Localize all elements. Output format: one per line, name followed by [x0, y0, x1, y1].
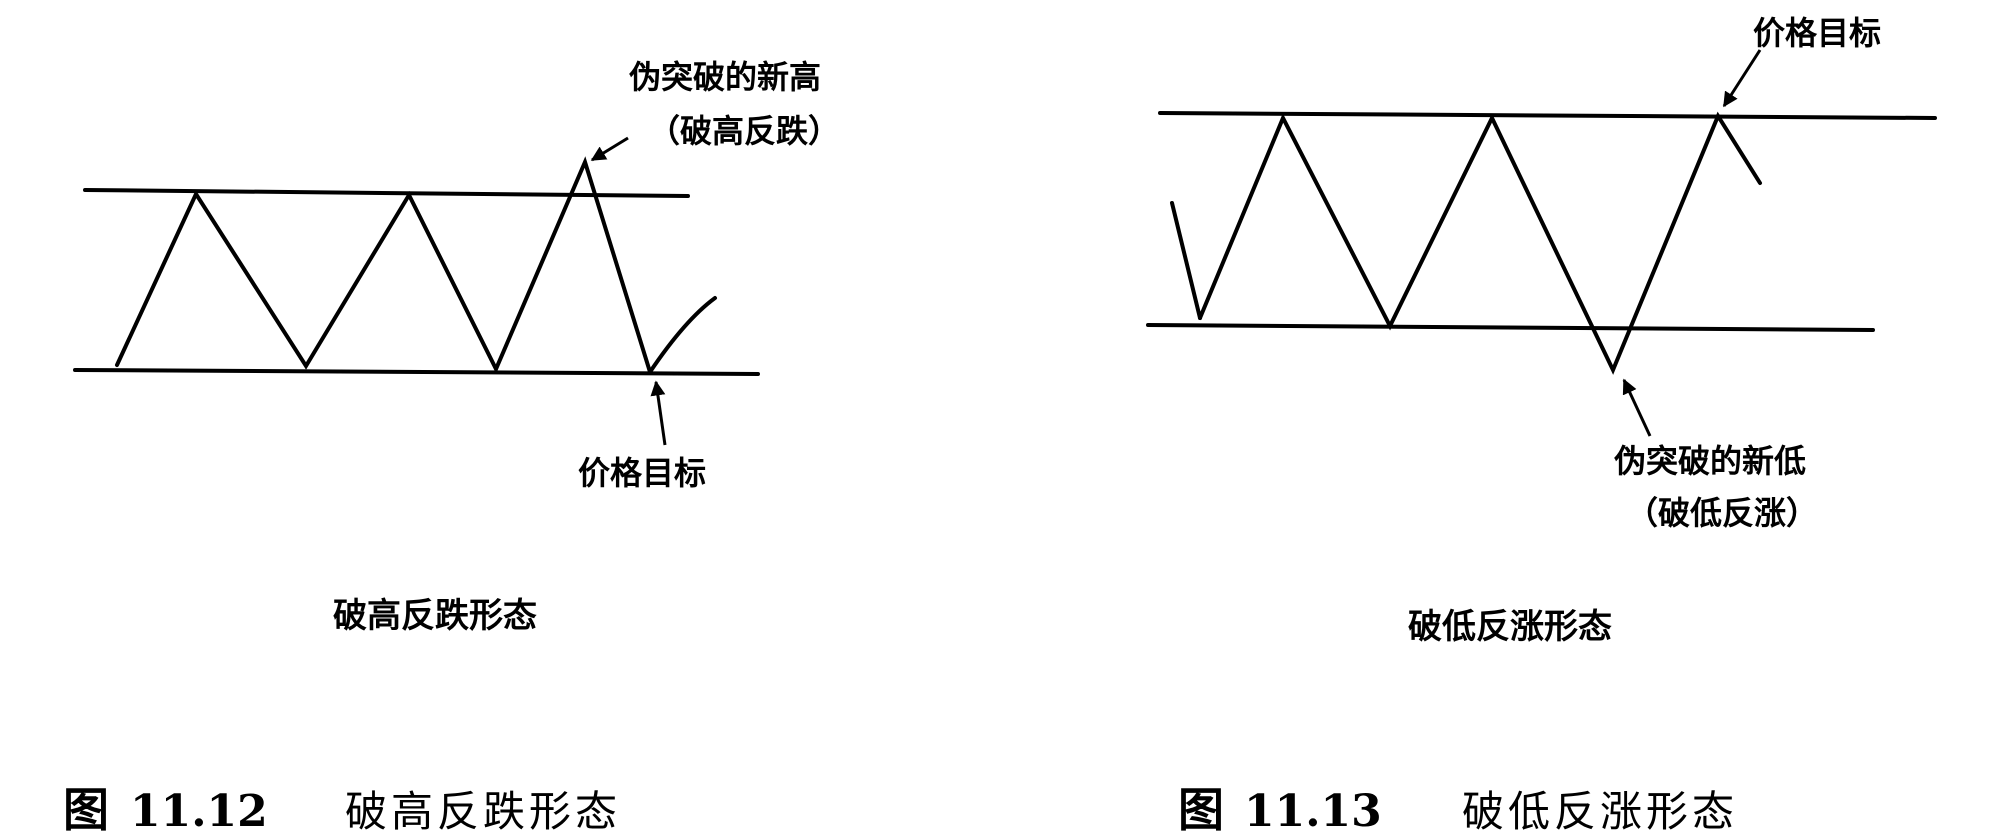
annotation-price-target-right: 价格目标 [1753, 14, 1881, 52]
arrow-price-target-left [650, 380, 667, 446]
annotation-false-low-line2: （破低反涨） [1626, 494, 1818, 532]
figure-right: 价格目标 伪突破的新低 （破低反涨） 破低反涨形态 图 11.13 破低反涨形态 [1146, 14, 1937, 837]
resistance-line-left [83, 188, 690, 198]
subtitle-right: 破低反涨形态 [1408, 607, 1612, 647]
price-zigzag-left [115, 156, 652, 374]
support-line-left [73, 368, 760, 376]
annotation-false-high-line1: 伪突破的新高 [629, 58, 821, 96]
subtitle-left: 破高反跌形态 [333, 596, 537, 636]
caption-number-right: 11.13 [1244, 786, 1382, 837]
caption-left: 图 11.12 破高反跌形态 [63, 783, 621, 837]
price-zigzag-right [1198, 111, 1762, 375]
annotation-price-target-left: 价格目标 [578, 454, 706, 492]
caption-prefix-right: 图 [1178, 783, 1224, 837]
figure-left: 伪突破的新高 （破高反跌） 价格目标 破高反跌形态 图 11.12 破高反跌形态 [63, 58, 840, 837]
rebound-tail-left [648, 296, 717, 374]
caption-prefix-left: 图 [63, 783, 109, 837]
caption-number-left: 11.12 [130, 786, 268, 837]
annotation-false-low-line1: 伪突破的新低 [1614, 442, 1806, 480]
caption-right: 图 11.13 破低反涨形态 [1178, 783, 1738, 837]
arrow-false-high [590, 136, 629, 162]
arrow-price-target-right [1722, 49, 1762, 108]
support-line-right [1146, 323, 1875, 332]
arrow-false-low [1622, 378, 1652, 437]
annotation-false-high-line2: （破高反跌） [648, 112, 840, 150]
caption-text-left: 破高反跌形态 [345, 787, 621, 836]
caption-text-right: 破低反涨形态 [1462, 787, 1738, 836]
lead-in-right [1170, 201, 1202, 320]
resistance-line-right [1158, 111, 1937, 120]
